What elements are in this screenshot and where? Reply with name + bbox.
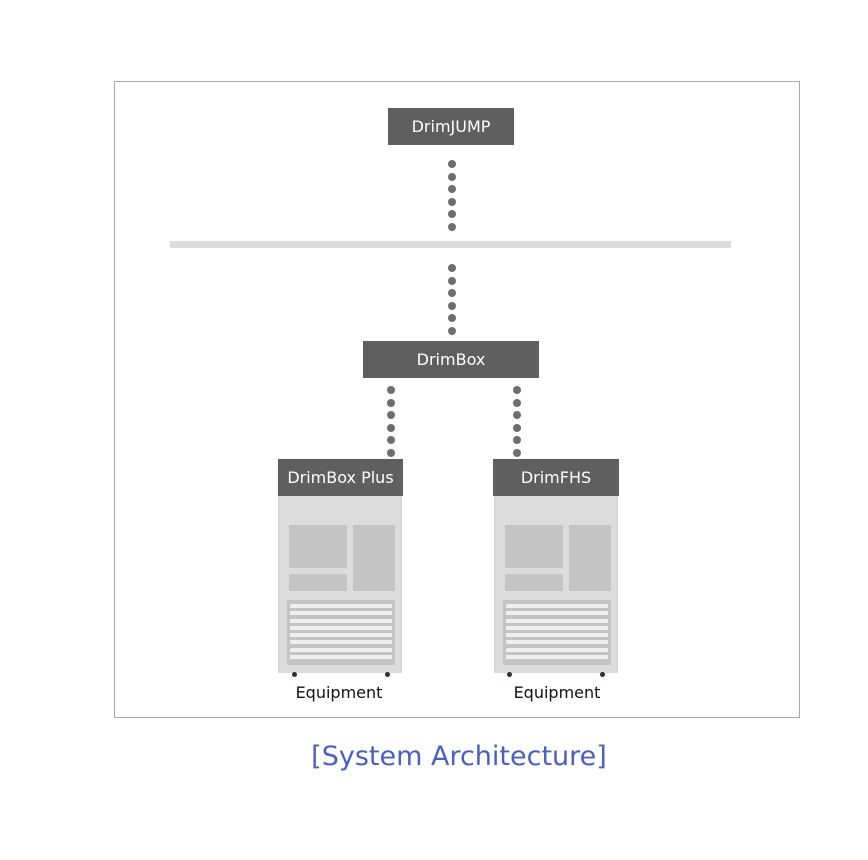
node-drimjump-label: DrimJUMP: [411, 117, 491, 136]
connector-drimbox-to-plus: [386, 386, 396, 462]
diagram-caption: [System Architecture]: [311, 741, 607, 772]
node-drimbox-plus-label: DrimBox Plus: [287, 468, 394, 487]
equipment-screen: [505, 525, 563, 568]
equipment-left: [278, 496, 402, 673]
equipment-screen: [289, 525, 347, 568]
node-drimfhs: DrimFHS: [493, 459, 619, 496]
equipment-vent: [503, 600, 611, 665]
connector-jump-to-bus: [447, 160, 457, 236]
equipment-vent: [287, 600, 395, 665]
diagram-frame: [114, 81, 800, 718]
node-drimfhs-label: DrimFHS: [520, 468, 592, 487]
equipment-side-panel: [353, 525, 395, 591]
node-drimbox: DrimBox: [363, 341, 539, 378]
equipment-right-foot: [507, 672, 512, 677]
equipment-right-label: Equipment: [513, 683, 601, 702]
connector-drimbox-to-fhs: [512, 386, 522, 462]
equipment-left-foot: [385, 672, 390, 677]
equipment-right-foot: [600, 672, 605, 677]
network-bus: [170, 241, 731, 248]
equipment-left-foot: [292, 672, 297, 677]
equipment-left-label: Equipment: [295, 683, 383, 702]
equipment-right: [494, 496, 618, 673]
node-drimbox-label: DrimBox: [416, 350, 486, 369]
equipment-side-panel: [569, 525, 611, 591]
node-drimbox-plus: DrimBox Plus: [278, 459, 403, 496]
node-drimjump: DrimJUMP: [388, 108, 514, 145]
equipment-bar: [289, 574, 347, 591]
equipment-bar: [505, 574, 563, 591]
connector-bus-to-drimbox: [447, 264, 457, 340]
